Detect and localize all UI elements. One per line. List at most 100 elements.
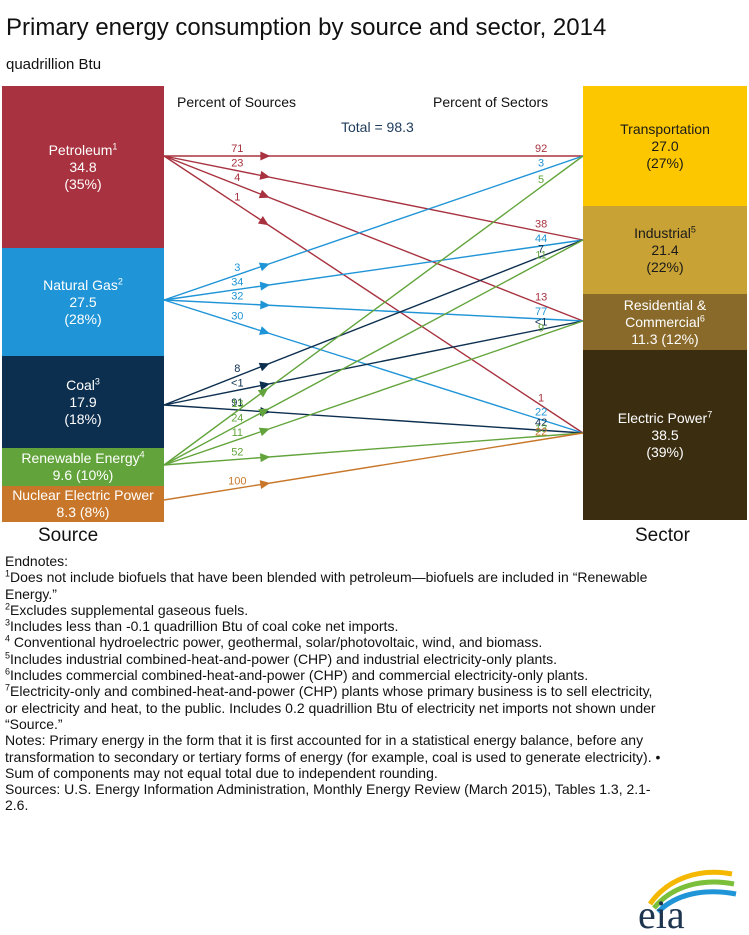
source-value: 9.6 (10%)	[52, 467, 114, 483]
logo-text: eia	[638, 892, 685, 932]
source-percent: (28%)	[64, 310, 102, 327]
endnote-text: Includes less than -0.1 quadrillion Btu …	[10, 618, 399, 635]
source-percent-label: 13	[231, 398, 243, 410]
source-percent-label: 4	[234, 172, 240, 184]
flow-arrowhead	[259, 326, 270, 335]
flow-arrowhead	[260, 151, 271, 161]
logo-swoosh-green	[652, 879, 735, 910]
source-percent-label: 30	[231, 310, 243, 322]
sector-name: Electric Power	[617, 409, 708, 426]
source-percent-label: 3	[234, 262, 240, 274]
flow-arrowhead	[260, 453, 271, 463]
unit-label: quadrillion Btu	[6, 56, 102, 73]
flow-line	[163, 155, 584, 466]
flow-line	[163, 404, 584, 434]
source-natural-gas: Natural Gas2 27.5 (28%)	[2, 248, 164, 356]
sector-electric-power: Electric Power7 38.5 (39%)	[583, 350, 747, 520]
flow-line	[163, 320, 584, 466]
flow-line	[163, 432, 584, 466]
logo-swoosh-blue	[656, 889, 737, 914]
flow-line	[163, 239, 584, 466]
flow-line	[163, 155, 584, 434]
note-ref: 6	[699, 312, 705, 323]
note-ref: 5	[690, 223, 696, 234]
sector-industrial: Industrial5 21.4 (22%)	[583, 206, 747, 294]
flow-arrowhead	[260, 300, 271, 310]
source-petroleum: Petroleum1 34.8 (35%)	[2, 86, 164, 248]
sector-value: 21.4	[651, 241, 679, 258]
note-ref: 3	[94, 375, 100, 386]
flow-arrowhead	[258, 362, 270, 372]
source-percent-label: 24	[231, 413, 243, 425]
sector-value: 38.5	[651, 426, 679, 443]
percent-of-sources-header: Percent of Sources	[177, 94, 297, 110]
total-label: Total = 98.3	[341, 119, 414, 135]
source-percent-label: 1	[234, 191, 240, 203]
source-percent-label: 11	[232, 427, 243, 439]
sector-name-line2: Commercial	[625, 313, 700, 330]
percent-of-sectors-header: Percent of Sectors	[433, 94, 549, 110]
flow-arrowhead	[258, 427, 270, 437]
flow-line	[163, 239, 584, 301]
flow-arrowhead	[259, 281, 271, 291]
flow-arrowhead	[259, 381, 271, 391]
note-ref: 1	[112, 140, 118, 151]
flow-arrowhead	[259, 170, 271, 180]
sector-value: 27.0	[651, 137, 679, 154]
endnote-2: 2Excludes supplemental gaseous fuels.	[5, 602, 665, 618]
sources-text: Sources: U.S. Energy Information Adminis…	[5, 781, 651, 814]
sector-percent: (22%)	[646, 258, 684, 275]
endnote-text: Electricity-only and combined-heat-and-p…	[5, 683, 656, 732]
source-percent-label: <1	[231, 377, 244, 389]
flow-line	[163, 239, 584, 406]
flow-arrowhead	[258, 408, 270, 418]
flow-line	[163, 432, 584, 501]
endnote-6: 6Includes commercial combined-heat-and-p…	[5, 667, 665, 683]
endnote-number: 5	[5, 650, 11, 661]
sector-transportation: Transportation 27.0 (27%)	[583, 86, 747, 206]
endnote-text: Includes commercial combined-heat-and-po…	[10, 667, 589, 684]
flow-line	[163, 155, 584, 301]
flow-line	[163, 155, 584, 241]
endnotes: Endnotes: 1Does not include biofuels tha…	[5, 553, 665, 814]
sector-percent-label: 22	[535, 407, 547, 419]
sector-percent-label: 11	[535, 250, 546, 262]
source-axis-label: Source	[38, 525, 99, 546]
source-name: Natural Gas	[43, 276, 118, 293]
sector-percent-label: 42	[535, 417, 547, 429]
logo-swoosh-yellow	[647, 869, 733, 906]
sector-percent-label: 92	[535, 143, 547, 155]
flow-arrowhead	[259, 480, 271, 490]
endnotes-title: Endnotes:	[5, 553, 69, 569]
sector-percent-label: 3	[538, 157, 544, 169]
source-percent-label: 100	[228, 475, 246, 487]
sector-percent-label: 5	[538, 174, 544, 186]
endnote-7: 7Electricity-only and combined-heat-and-…	[5, 683, 665, 732]
flow-arrowhead	[257, 387, 269, 398]
sector-percent: (39%)	[646, 443, 684, 460]
source-name: Renewable Energy	[21, 450, 140, 466]
source-renewable-energy: Renewable Energy4 9.6 (10%)	[2, 448, 164, 486]
source-value: 8.3 (8%)	[56, 504, 110, 520]
endnote-text: Includes industrial combined-heat-and-po…	[10, 650, 558, 667]
source-percent-label: 8	[234, 363, 240, 375]
source-percent-label: 91	[231, 397, 243, 409]
source-name: Coal	[66, 376, 95, 393]
source-coal: Coal3 17.9 (18%)	[2, 356, 164, 448]
sector-percent-label: 1	[538, 392, 544, 404]
source-name: Nuclear Electric Power	[12, 487, 154, 503]
source-value: 27.5	[69, 293, 97, 310]
endnote-text: Excludes supplemental gaseous fuels.	[10, 601, 249, 618]
endnote-number: 6	[5, 666, 11, 677]
sector-percent-label: 77	[535, 306, 547, 318]
endnote-number: 3	[5, 617, 11, 628]
sector-percent-label: 13	[535, 423, 547, 435]
sector-name: Industrial	[634, 224, 691, 241]
eia-logo: eia	[638, 869, 737, 932]
endnote-number: 7	[5, 682, 11, 693]
endnote-text: Conventional hydroelectric power, geothe…	[10, 634, 543, 651]
sector-axis-label: Sector	[635, 525, 690, 546]
source-percent-label: 52	[231, 446, 243, 458]
endnote-number: 2	[5, 601, 11, 612]
